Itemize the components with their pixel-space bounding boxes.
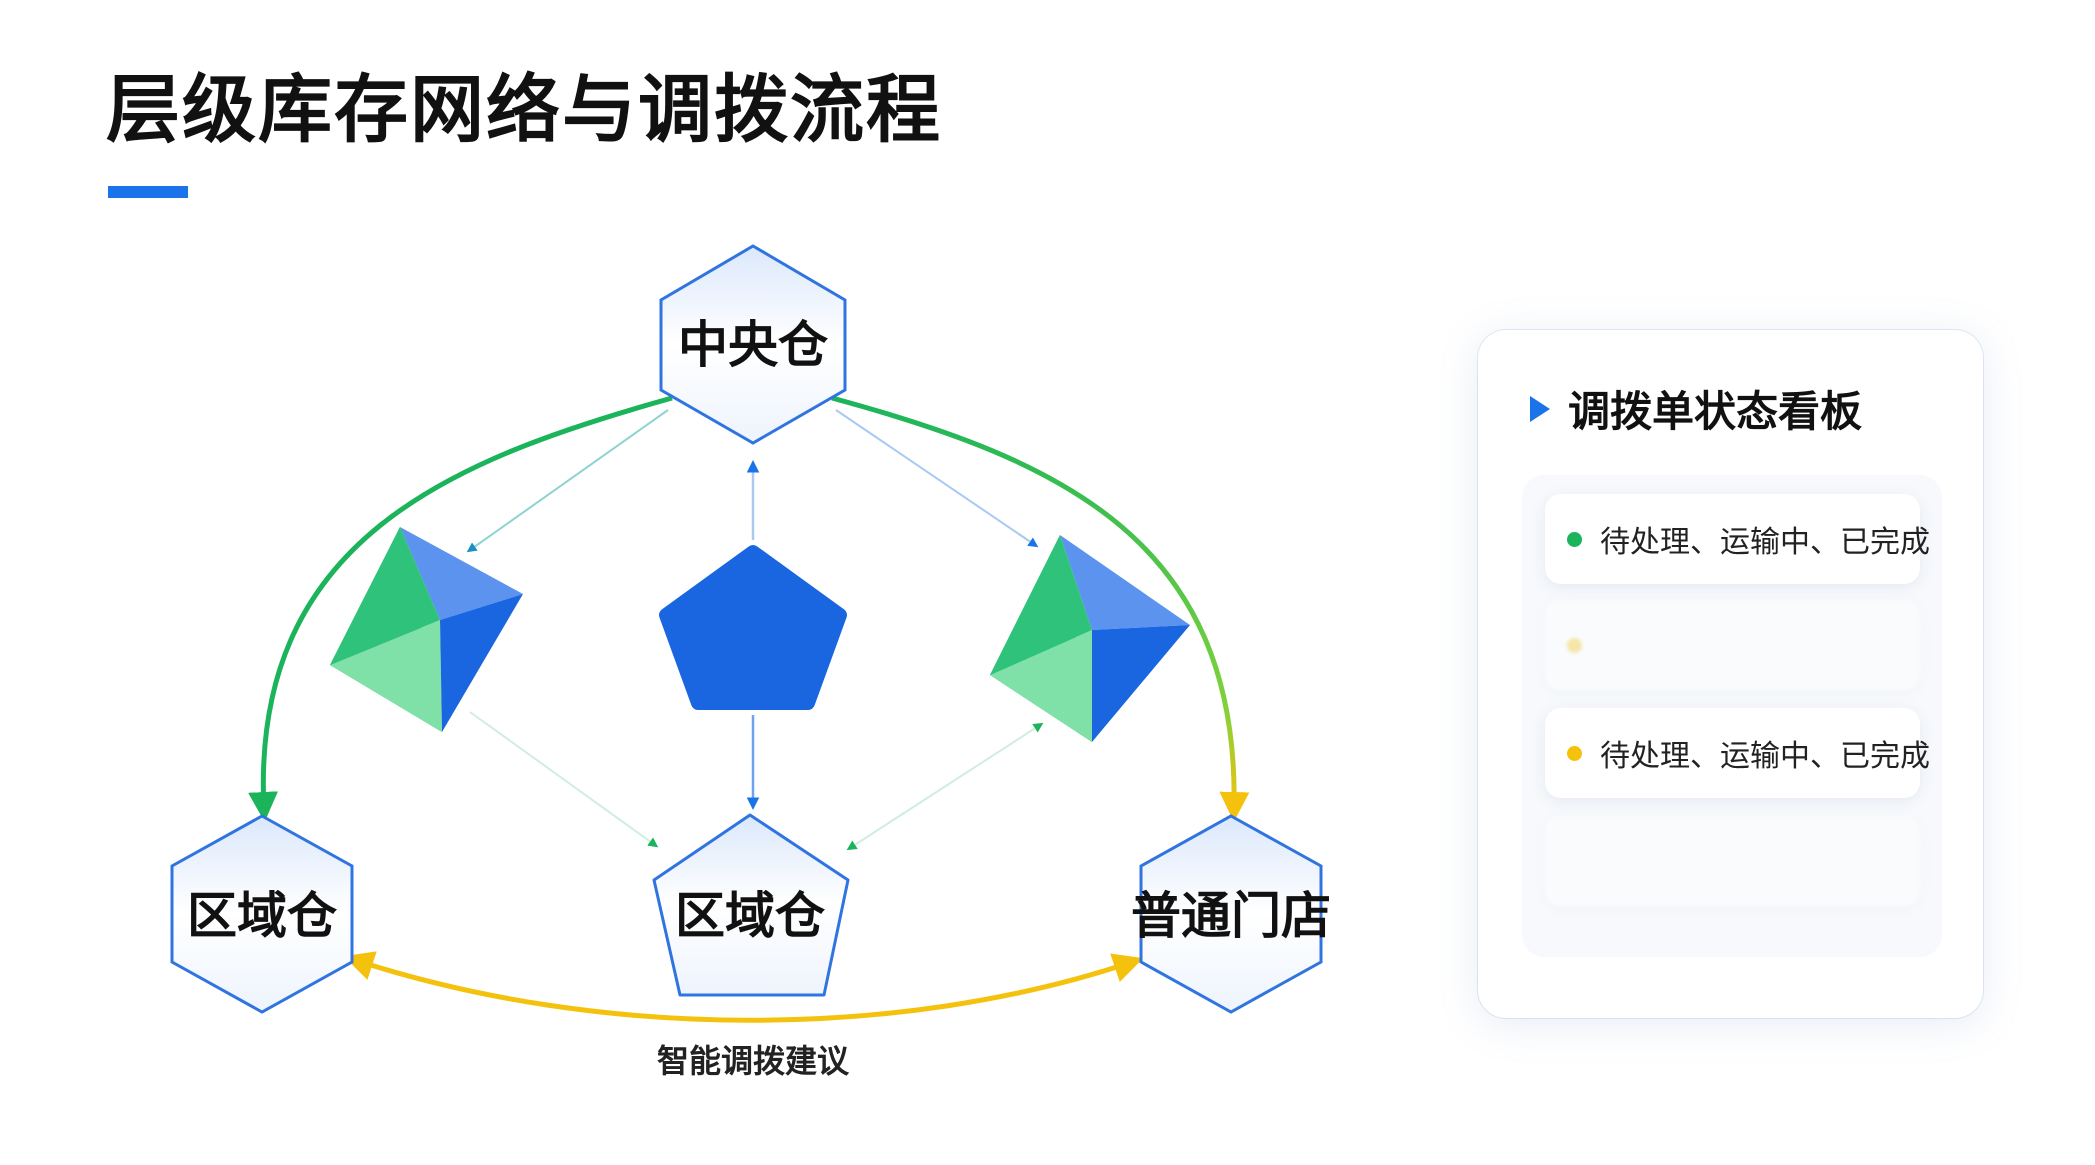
- left-gem-icon: [330, 527, 523, 732]
- node-central-label: 中央仓: [678, 316, 829, 374]
- center-pentagon-icon: [659, 545, 847, 710]
- status-dot-icon: [1567, 531, 1582, 547]
- node-regional-center: 区域仓: [652, 813, 850, 997]
- arrow-left-gem-to-regional-center: [469, 711, 659, 848]
- node-store-label: 普通门店: [1131, 887, 1331, 945]
- node-regional-center-label: 区域仓: [675, 887, 826, 945]
- arc-central-to-regional-left: [248, 395, 673, 822]
- status-dot-icon: [1567, 637, 1582, 653]
- status-card-faded: [1545, 816, 1920, 906]
- arrow-central-to-left-gem: [466, 409, 669, 553]
- status-dot-icon: [1567, 745, 1582, 761]
- play-triangle-icon: [1530, 396, 1550, 422]
- node-regional-left-label: 区域仓: [187, 887, 338, 945]
- page-title: 层级库存网络与调拨流程: [106, 67, 942, 153]
- status-card[interactable]: 待处理、运输中、已完成: [1545, 494, 1930, 584]
- status-board-title: 调拨单状态看板: [1530, 378, 1862, 439]
- status-card-text: 待处理、运输中、已完成: [1600, 525, 1930, 560]
- smart-allocation-label: 智能调拨建议: [657, 1042, 850, 1080]
- title-underline: [108, 186, 188, 198]
- node-regional-left: 区域仓: [170, 814, 354, 1014]
- node-central: 中央仓: [659, 244, 847, 445]
- status-card[interactable]: 待处理、运输中、已完成: [1545, 708, 1930, 798]
- arc-regional-left-store: [343, 951, 1144, 1023]
- right-gem-icon: [990, 535, 1190, 742]
- arrow-right-gem-to-regional-center: [846, 722, 1044, 851]
- arc-central-to-store: [831, 395, 1250, 822]
- arrow-central-to-right-gem: [835, 409, 1039, 548]
- node-store: 普通门店: [1131, 814, 1331, 1014]
- status-card-faded: [1545, 600, 1920, 690]
- status-card-text: 待处理、运输中、已完成: [1600, 739, 1930, 774]
